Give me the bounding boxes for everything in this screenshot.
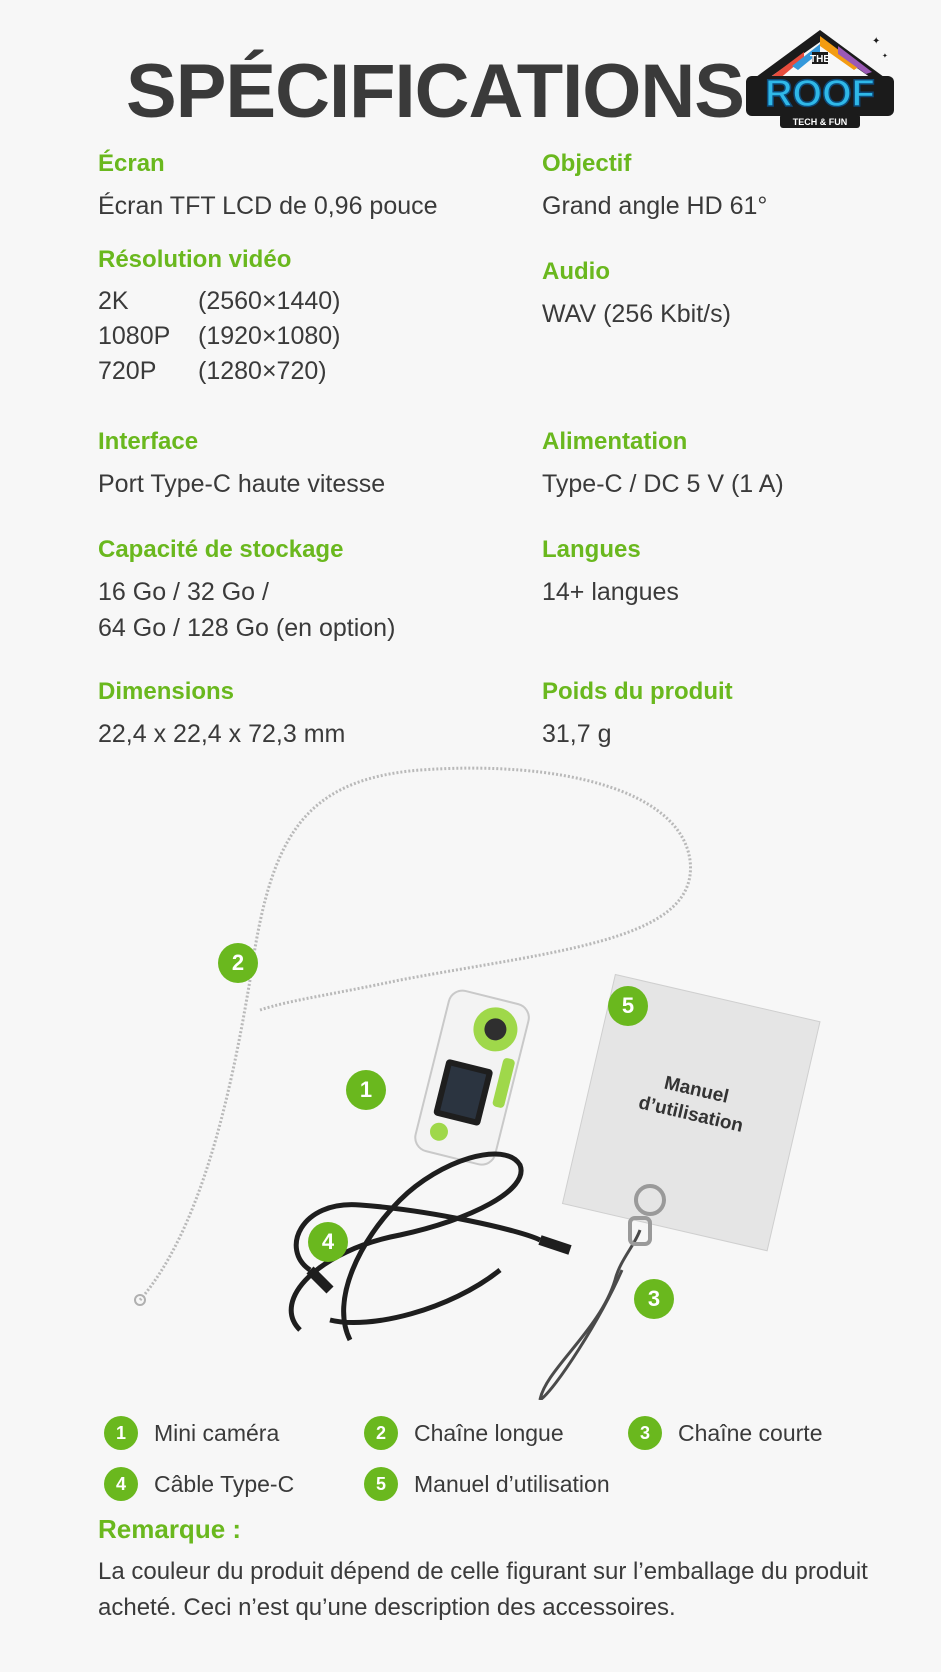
resolution-name: 2K <box>98 287 129 315</box>
legend-label: Chaîne longue <box>414 1419 564 1446</box>
spec-alimentation: Alimentation Type-C / DC 5 V (1 A) <box>542 428 784 502</box>
badge-2: 2 <box>218 943 258 983</box>
badge-3: 3 <box>634 1279 674 1319</box>
manual-image: Manuel d’utilisation <box>561 973 821 1252</box>
spec-value: WAV (256 Kbit/s) <box>542 300 731 328</box>
spec-value: Type-C / DC 5 V (1 A) <box>542 470 784 498</box>
legend-item-long-chain: 2 Chaîne longue <box>364 1416 564 1450</box>
resolution-size: (1920×1080) <box>198 322 341 350</box>
legend-number: 5 <box>364 1467 398 1501</box>
brand-logo: THE ROOF TECH & FUN ✦ ✦ <box>742 22 897 132</box>
resolution-size: (2560×1440) <box>198 287 341 315</box>
spec-label: Capacité de stockage <box>98 536 344 563</box>
spec-audio: Audio WAV (256 Kbit/s) <box>542 258 731 332</box>
remark-label: Remarque : <box>98 1514 242 1544</box>
spec-value: 22,4 x 22,4 x 72,3 mm <box>98 720 346 748</box>
spec-ecran: Écran Écran TFT LCD de 0,96 pouce <box>98 150 438 224</box>
remark-text: La couleur du produit dépend de celle fi… <box>98 1558 868 1621</box>
spec-value: 14+ langues <box>542 578 679 606</box>
spec-poids: Poids du produit 31,7 g <box>542 678 733 752</box>
page-title: SPÉCIFICATIONS <box>126 49 745 134</box>
spec-langues: Langues 14+ langues <box>542 536 679 610</box>
spec-value-line1: 16 Go / 32 Go / <box>98 578 269 606</box>
spec-objectif: Objectif Grand angle HD 61° <box>542 150 767 224</box>
resolution-row: 720P (1280×720) <box>98 354 340 389</box>
spec-label: Alimentation <box>542 428 688 455</box>
spec-label: Résolution vidéo <box>98 246 292 273</box>
accessories-illustration: Manuel d’utilisation 2 <box>0 760 941 1400</box>
legend-label: Câble Type-C <box>154 1470 295 1497</box>
resolution-row: 1080P (1920×1080) <box>98 319 340 354</box>
spec-dimensions: Dimensions 22,4 x 22,4 x 72,3 mm <box>98 678 345 752</box>
spec-label: Interface <box>98 428 199 455</box>
legend-item-cable: 4 Câble Type-C <box>104 1467 294 1501</box>
spec-value: Grand angle HD 61° <box>542 192 768 220</box>
spec-stockage: Capacité de stockage 16 Go / 32 Go / 64 … <box>98 536 395 646</box>
spec-interface: Interface Port Type-C haute vitesse <box>98 428 385 502</box>
legend-label: Mini caméra <box>154 1419 280 1446</box>
svg-text:ROOF: ROOF <box>765 73 875 115</box>
resolution-row: 2K (2560×1440) <box>98 284 340 319</box>
spec-label: Langues <box>542 536 641 563</box>
legend-item-short-chain: 3 Chaîne courte <box>628 1416 822 1450</box>
legend-item-mini-camera: 1 Mini caméra <box>104 1416 279 1450</box>
badge-1: 1 <box>346 1070 386 1110</box>
spec-label: Objectif <box>542 150 632 177</box>
short-chain-image <box>538 1184 666 1400</box>
spec-value: Port Type-C haute vitesse <box>98 470 386 498</box>
legend-label: Manuel d’utilisation <box>414 1470 610 1497</box>
long-chain-image <box>138 766 692 1301</box>
svg-text:TECH & FUN: TECH & FUN <box>793 117 848 127</box>
spec-label: Dimensions <box>98 678 235 705</box>
svg-text:✦: ✦ <box>872 36 880 47</box>
spec-label: Audio <box>542 258 610 285</box>
spec-value-line2: 64 Go / 128 Go (en option) <box>98 614 396 642</box>
legend-label: Chaîne courte <box>678 1419 823 1446</box>
spec-label: Écran <box>98 150 165 177</box>
mini-camera-image <box>414 989 530 1166</box>
legend-number: 4 <box>104 1467 138 1501</box>
resolution-size: (1280×720) <box>198 357 327 385</box>
badge-4: 4 <box>308 1222 348 1262</box>
legend-number: 1 <box>104 1416 138 1450</box>
resolution-name: 1080P <box>98 322 171 350</box>
svg-text:✦: ✦ <box>882 52 888 60</box>
legend-item-manual: 5 Manuel d’utilisation <box>364 1467 610 1501</box>
spec-label: Poids du produit <box>542 678 733 705</box>
legend-number: 3 <box>628 1416 662 1450</box>
spec-value: 31,7 g <box>542 720 612 748</box>
resolution-name: 720P <box>98 357 157 385</box>
badge-5: 5 <box>608 986 648 1026</box>
spec-value: Écran TFT LCD de 0,96 pouce <box>98 192 438 220</box>
svg-text:THE: THE <box>810 54 830 65</box>
spec-resolution: Résolution vidéo 2K (2560×1440) 1080P (1… <box>98 246 340 389</box>
legend-number: 2 <box>364 1416 398 1450</box>
